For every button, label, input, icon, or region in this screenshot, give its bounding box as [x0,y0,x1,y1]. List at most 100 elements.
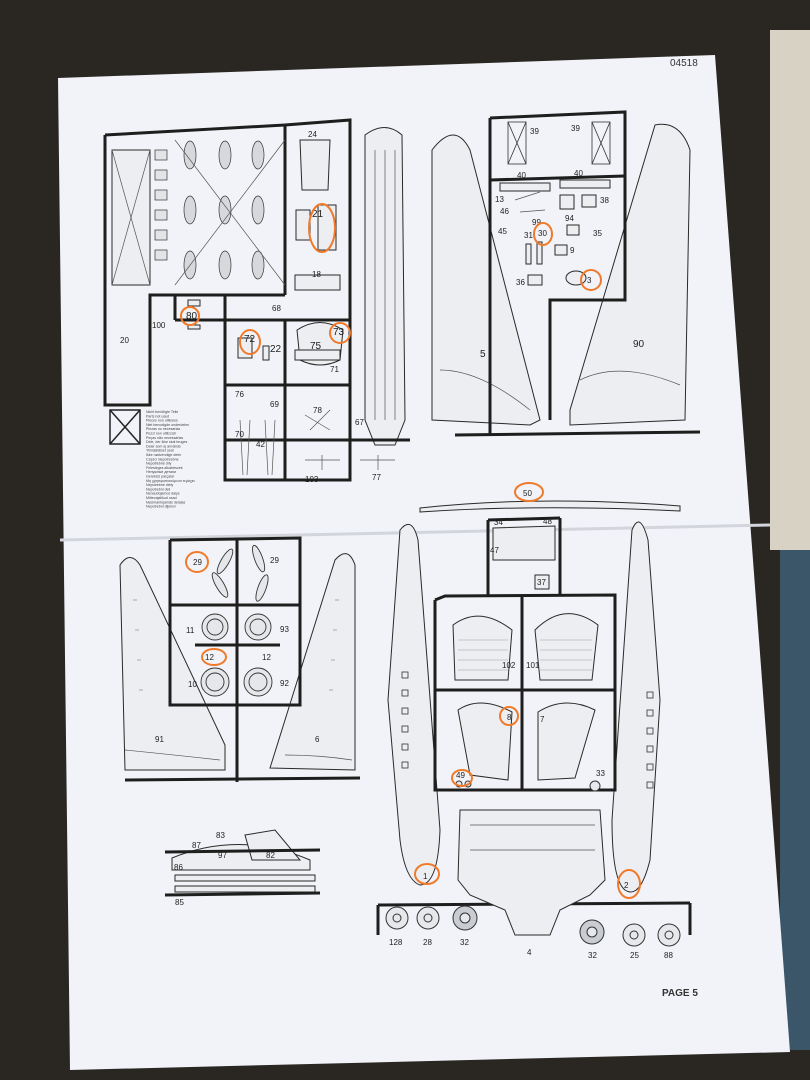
part-number: 128 [389,938,403,947]
part-number: 10 [188,680,197,689]
part-number: 36 [516,278,525,287]
part-number: 6 [315,735,320,744]
sprue-upper-right: 39 39 40 40 13 46 45 31 30 99 94 38 35 9… [431,110,701,437]
part-number: 39 [571,124,580,133]
legend-line: Pièces non utilisées [146,419,178,423]
part-number: 35 [593,229,602,238]
part-number: 1 [423,872,428,881]
part-number: 48 [543,517,552,526]
part-number: 46 [500,207,509,216]
part-number: 94 [565,214,574,223]
part-number: 42 [256,440,265,449]
part-number: 20 [120,336,129,345]
part-number: 71 [330,365,339,374]
part-number: 33 [596,769,605,778]
page-label: PAGE 5 [662,988,698,999]
legend-line: Nenaudojamos dalys [146,492,180,496]
part-number: 101 [526,661,540,670]
part-number: 67 [355,418,364,427]
part-number: 78 [313,406,322,415]
legend-line: Dele, der ikke skal bruges [146,440,188,444]
part-number: 29 [270,556,279,565]
legend-line: Piezas no necesarias [146,427,180,431]
part-number: 47 [490,546,499,555]
part-number: 100 [152,321,166,330]
legend-line: Ikke nødvendige deler [146,453,182,457]
part-number: 2 [624,881,629,890]
part-number: 83 [216,831,225,840]
sprue-upper-left: 24 21 18 68 73 75 71 72 22 80 100 20 76 … [103,118,410,484]
part-number: 72 [244,334,256,345]
background-box [770,30,810,550]
legend-line: Nepotrebni deli [146,487,170,491]
part-number: 12 [262,653,271,662]
legend-line: Mittevajalikud osad [146,496,177,500]
part-number: 31 [524,231,533,240]
part-number: 80 [186,311,198,322]
part-number: 39 [530,127,539,136]
part-number: 73 [333,327,345,338]
part-number: 18 [312,270,321,279]
part-number: 92 [280,679,289,688]
part-number: 28 [423,938,432,947]
part-number: 37 [537,578,546,587]
sprue-lower-left: 29 29 11 93 12 12 10 92 91 6 87 83 97 82… [119,536,361,907]
legend-line: Nepotřebné díly [146,462,172,466]
part-number: 99 [532,218,541,227]
part-number: 22 [270,344,282,355]
part-number: 85 [175,898,184,907]
sheet-code: 04518 [670,58,698,69]
part-number: 91 [155,735,164,744]
part-number: 7 [540,715,545,724]
part-number: 21 [312,209,324,220]
legend-line: Nicht benötigte Teile [146,410,178,414]
part-number: 13 [495,195,504,204]
part-number: 90 [633,339,645,350]
legend-line: Delar som ej används [146,444,181,448]
legend-line: Felesleges alkatrészek [146,466,183,470]
part-number: 86 [174,863,183,872]
part-number: 40 [574,169,583,178]
legend-line: Ylimääräiset osat [146,449,174,453]
sprue-lower-right: 50 34 48 47 37 102 101 8 7 49 33 1 2 128… [376,482,692,960]
part-number: 87 [192,841,201,850]
part-number: 38 [600,196,609,205]
legend-line: Parts not used [146,414,169,418]
part-number: 25 [630,951,639,960]
part-number: 76 [235,390,244,399]
legend-line: Nepotrebni dijelovi [146,505,176,509]
part-number: 70 [235,430,244,439]
part-number: 4 [527,948,532,957]
legend-line: Części niepotrzebne [146,457,179,461]
part-number: 40 [517,171,526,180]
part-number: 30 [538,229,547,238]
legend-line: Gereksiz parçalar [146,475,175,479]
part-number: 49 [456,771,465,780]
background-box-dark [780,550,810,1050]
part-number: 68 [272,304,281,313]
part-number: 103 [305,475,319,484]
part-number: 69 [270,400,279,409]
part-number: 29 [193,558,202,567]
part-number: 75 [310,341,322,352]
part-number: 88 [664,951,673,960]
part-number: 12 [205,653,214,662]
part-number: 24 [308,130,317,139]
part-number: 102 [502,661,516,670]
legend-line: Pezzi non utilizzati [146,432,176,436]
part-number: 45 [498,227,507,236]
legend-line: Ненужные детали [146,470,176,474]
part-number: 93 [280,625,289,634]
part-number: 32 [460,938,469,947]
part-number: 77 [372,473,381,482]
part-number: 32 [588,951,597,960]
legend-line: Peças não necessárias [146,436,183,440]
part-number: 82 [266,851,275,860]
part-number: 5 [480,349,486,360]
part-number: 34 [494,518,503,527]
legend-line: Niet benodigde onderdelen [146,423,189,427]
part-number: 9 [570,246,575,255]
legend-line: Nepotrebné diely [146,483,173,487]
